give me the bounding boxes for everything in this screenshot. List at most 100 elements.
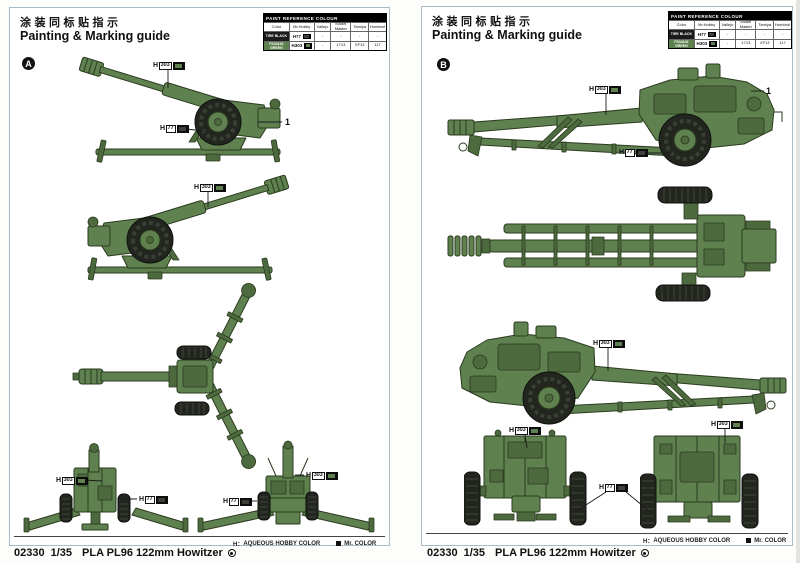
wheel bbox=[655, 284, 711, 302]
callout-chip-icon bbox=[239, 497, 252, 506]
decal-callout: 1 bbox=[285, 117, 291, 127]
paint-chip-icon bbox=[707, 31, 716, 37]
paint-brand-legend: H： AQUEOUS HOBBY COLOR Mr. COLOR bbox=[643, 536, 787, 546]
col-header-vallejo: Vallejo bbox=[313, 23, 331, 31]
paint-callout: H 303 bbox=[509, 426, 541, 435]
paint-callout: H 303 bbox=[153, 61, 185, 70]
paint-chip-icon bbox=[303, 43, 312, 49]
col-header-mrhobby: Mr.Hobby bbox=[693, 21, 719, 29]
mr-color-square-icon bbox=[336, 541, 342, 546]
paint-reference-table: PAINT REFERENCE COLOUR Color Mr.Hobby Va… bbox=[668, 11, 792, 49]
callout-number: 303 bbox=[199, 183, 213, 192]
col-header-humbrol: Humbrol bbox=[773, 21, 791, 29]
legend-h-prefix: H： bbox=[643, 539, 654, 545]
howitzer-side-view-travel-right bbox=[459, 321, 787, 425]
cell-tamiya: - bbox=[755, 30, 773, 39]
kit-name: PLA PL96 122mm Howitzer bbox=[495, 547, 636, 559]
col-header-humbrol: Humbrol bbox=[368, 23, 386, 31]
legend-aqueous: AQUEOUS HOBBY COLOR bbox=[653, 537, 731, 544]
paint-callout: H 303 bbox=[56, 476, 88, 485]
legend-mr-color: Mr. COLOR bbox=[344, 540, 377, 547]
left-trail bbox=[201, 283, 256, 380]
kit-scale: 1/35 bbox=[50, 547, 73, 559]
wheel bbox=[464, 471, 481, 526]
wheel bbox=[305, 491, 319, 521]
callout-chip-icon bbox=[75, 476, 88, 485]
panel-title-english: Painting & Marking guide bbox=[432, 28, 583, 42]
callout-chip-icon bbox=[172, 61, 185, 70]
cell-vallejo: - bbox=[313, 32, 331, 41]
kit-number: 02330 bbox=[427, 547, 458, 559]
paint-code: H77 bbox=[697, 31, 707, 37]
paint-chip-icon bbox=[708, 41, 717, 47]
paint-table-title: PAINT REFERENCE COLOUR bbox=[264, 14, 386, 22]
cell-vallejo: - bbox=[718, 39, 736, 48]
wheel bbox=[176, 345, 212, 360]
howitzer-side-view-firing-left bbox=[78, 56, 281, 163]
paint-code: H303 bbox=[696, 41, 708, 47]
paint-callout: H 303 bbox=[589, 85, 621, 94]
col-header-tamiya: Tamiya bbox=[755, 21, 773, 29]
panel-a: 涂装同标贴指示 Painting & Marking guide A PAINT… bbox=[9, 7, 390, 549]
trail-assembly bbox=[95, 139, 281, 163]
cell-modelmaster: 1713 bbox=[330, 41, 350, 50]
kit-footer: 02330 1/35 PLA PL96 122mm Howitzer bbox=[427, 547, 649, 559]
cell-modelmaster: 1713 bbox=[735, 39, 755, 48]
callout-prefix: H bbox=[194, 184, 200, 191]
callout-number: 303 bbox=[514, 426, 528, 435]
callout-chip-icon bbox=[176, 124, 189, 133]
wheel bbox=[741, 473, 759, 529]
callout-prefix: H bbox=[223, 498, 229, 505]
callout-number: 303 bbox=[598, 339, 612, 348]
col-header-modelmaster: Model Master bbox=[735, 21, 755, 29]
cell-humbrol: 117 bbox=[368, 41, 386, 50]
howitzer-front-view bbox=[23, 443, 189, 533]
wheel bbox=[658, 113, 712, 167]
paint-callout: H 303 bbox=[711, 420, 743, 429]
callout-chip-icon bbox=[615, 483, 628, 492]
col-header-tamiya: Tamiya bbox=[350, 23, 368, 31]
barrel bbox=[78, 56, 236, 116]
panel-b: 涂装同标贴指示 Painting & Marking guide B PAINT… bbox=[421, 6, 793, 546]
callout-prefix: H bbox=[56, 477, 62, 484]
howitzer-front-view-travel bbox=[464, 429, 587, 526]
wheel bbox=[257, 491, 271, 521]
howitzer-rear-view-travel bbox=[640, 435, 759, 529]
callout-number: 77 bbox=[228, 497, 239, 506]
callout-prefix: H bbox=[593, 340, 599, 347]
callout-prefix: H bbox=[509, 427, 515, 434]
legend-mr-color: Mr. COLOR bbox=[754, 537, 787, 544]
cell-modelmaster: - bbox=[330, 32, 350, 41]
color-swatch-green: FS34102 GREEN bbox=[669, 39, 694, 48]
paint-brand-legend: H： AQUEOUS HOBBY COLOR Mr. COLOR bbox=[233, 539, 377, 549]
paint-callout: H 77 bbox=[139, 495, 168, 504]
paint-callout: H 303 bbox=[593, 339, 625, 348]
color-swatch-green: FS34102 GREEN bbox=[264, 41, 289, 50]
callout-chip-icon bbox=[612, 339, 625, 348]
kit-number: 02330 bbox=[14, 547, 45, 559]
callout-chip-icon bbox=[325, 471, 338, 480]
paint-callout: H 303 bbox=[194, 183, 226, 192]
callout-number: 303 bbox=[158, 61, 172, 70]
paint-callout: H 303 bbox=[306, 471, 338, 480]
cell-humbrol: - bbox=[368, 32, 386, 41]
callout-number: 303 bbox=[716, 420, 730, 429]
panel-letter-badge: A bbox=[22, 57, 35, 70]
paint-chip-icon bbox=[302, 33, 311, 39]
color-swatch-tire-black: TIRE BLACK bbox=[669, 30, 694, 39]
panel-title-english: Painting & Marking guide bbox=[20, 29, 171, 43]
barrel-travel bbox=[447, 107, 643, 136]
col-header-modelmaster: Model Master bbox=[330, 23, 350, 31]
scan-edge bbox=[796, 0, 800, 563]
paint-code: H77 bbox=[292, 33, 302, 39]
wheel bbox=[194, 98, 242, 146]
callout-chip-icon bbox=[155, 495, 168, 504]
paint-table-row: TIRE BLACK H77 - - - - bbox=[669, 29, 791, 39]
cell-humbrol: - bbox=[773, 30, 791, 39]
kit-scale: 1/35 bbox=[463, 547, 486, 559]
panel-title-chinese: 涂装同标贴指示 bbox=[432, 16, 534, 28]
paint-table-header-row: Color Mr.Hobby Vallejo Model Master Tami… bbox=[264, 22, 386, 31]
callout-number: 303 bbox=[594, 85, 608, 94]
legend-divider bbox=[14, 536, 385, 537]
